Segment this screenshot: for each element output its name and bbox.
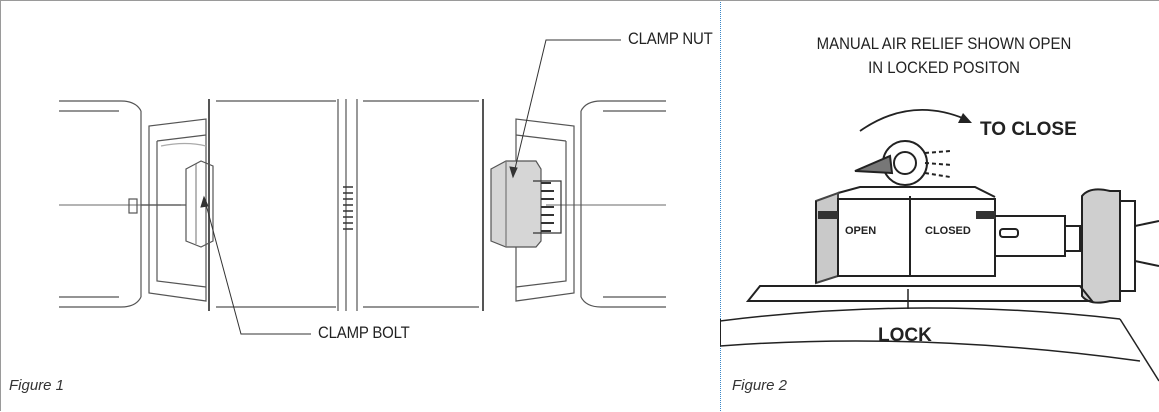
clamp-assembly-drawing (59, 39, 666, 335)
to-close-label: TO CLOSE (980, 119, 1077, 140)
lock-label: LOCK (878, 325, 932, 346)
air-relief-valve-drawing (720, 109, 1159, 382)
open-label: OPEN (845, 225, 877, 237)
figure-1-panel: CLAMP NUT CLAMP BOLT Figure 1 (0, 0, 720, 411)
figure-2-panel: MANUAL AIR RELIEF SHOWN OPEN IN LOCKED P… (720, 0, 1159, 411)
clamp-nut-label: CLAMP NUT (628, 29, 713, 48)
clamp-nut-leader-line (512, 39, 621, 178)
figure-2-caption: Figure 2 (732, 377, 788, 394)
clamp-bolt-leader-line (203, 196, 311, 335)
panel-divider (720, 0, 721, 411)
closed-label: CLOSED (925, 225, 971, 237)
air-relief-title-line-1: MANUAL AIR RELIEF SHOWN OPEN (816, 34, 1072, 53)
figure-1-caption: Figure 1 (9, 377, 65, 394)
air-relief-title-line-2: IN LOCKED POSITON (868, 58, 1020, 77)
clamp-bolt-label: CLAMP BOLT (318, 323, 410, 342)
